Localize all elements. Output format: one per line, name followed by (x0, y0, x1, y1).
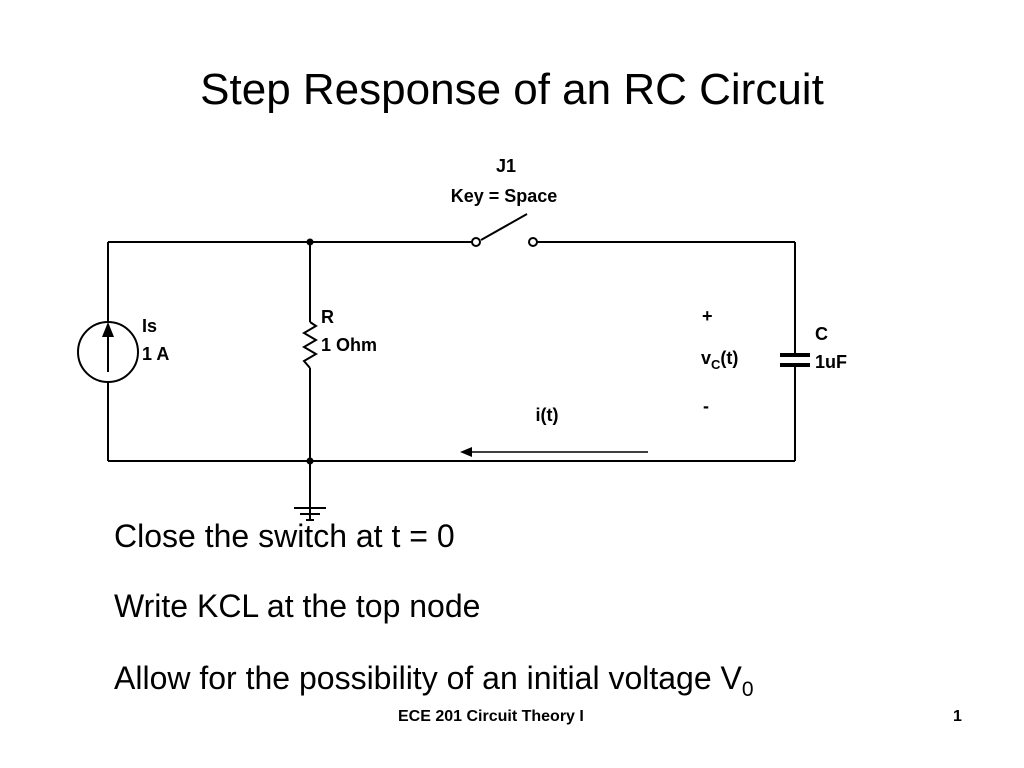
current-source-icon (77, 321, 139, 383)
capacitor-value-label: 1uF (815, 352, 847, 372)
bullet-3: Allow for the possibility of an initial … (114, 660, 754, 701)
source-name-label: Is (142, 316, 157, 336)
voltage-plus-label: + (702, 306, 713, 326)
switch-icon[interactable] (471, 213, 538, 247)
capacitor-name-label: C (815, 324, 828, 344)
resistor-value-label: 1 Ohm (321, 335, 377, 355)
source-value-label: 1 A (142, 344, 169, 364)
bottom-node-dot (306, 457, 314, 465)
current-arrow-icon (460, 447, 648, 457)
capacitor-icon (780, 353, 810, 367)
slide-title: Step Response of an RC Circuit (200, 65, 824, 114)
resistor-icon (302, 321, 318, 369)
bullet-2: Write KCL at the top node (114, 588, 481, 624)
voltage-minus-label: - (703, 396, 709, 416)
switch-key-label: Key = Space (451, 186, 558, 206)
bullet-1: Close the switch at t = 0 (114, 518, 455, 554)
ground-icon (294, 507, 326, 521)
current-label: i(t) (536, 405, 559, 425)
footer-page-number: 1 (953, 708, 962, 725)
resistor-name-label: R (321, 307, 334, 327)
top-node-dot (306, 238, 314, 246)
switch-name-label: J1 (496, 156, 516, 176)
footer-course: ECE 201 Circuit Theory I (398, 708, 584, 725)
capacitor-voltage-label: vC(t) (701, 348, 738, 372)
